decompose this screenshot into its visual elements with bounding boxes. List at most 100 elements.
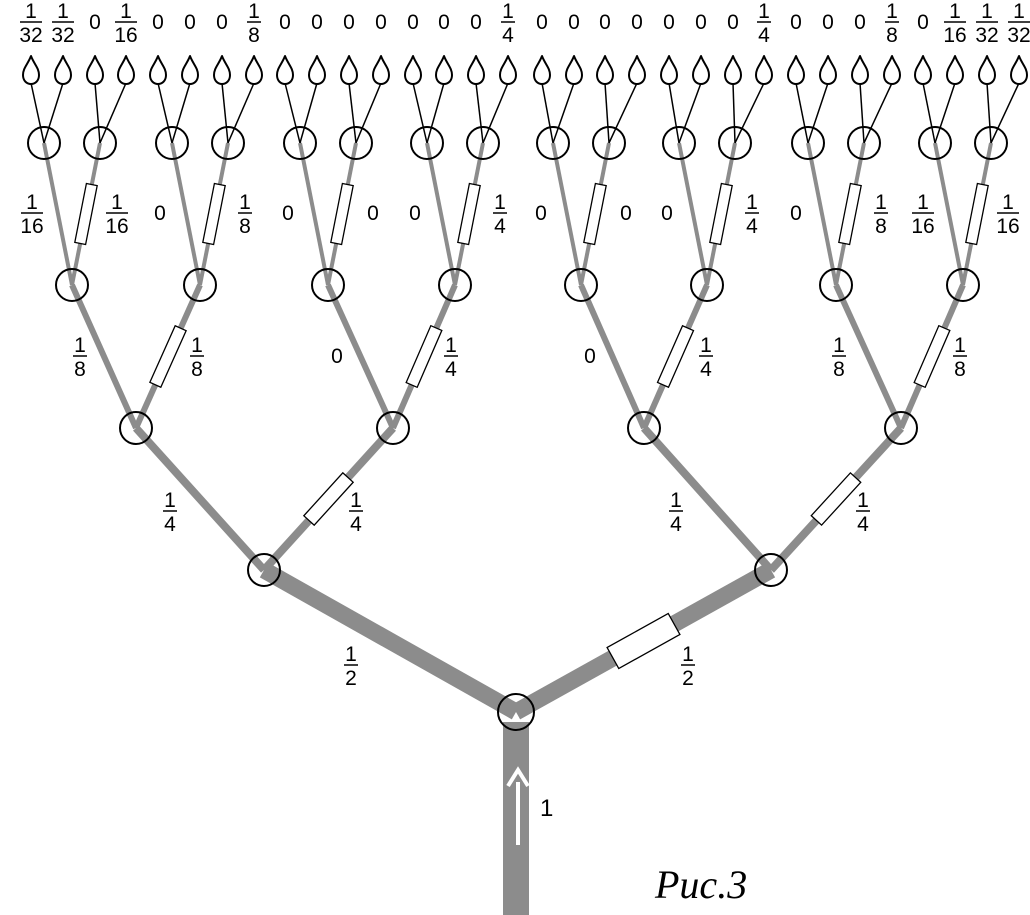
outlet-drop-2	[54, 55, 72, 85]
svg-text:0: 0	[470, 11, 482, 34]
valve-level4-4	[202, 182, 226, 246]
flow-label-level4-13: 0	[790, 202, 802, 225]
svg-text:8: 8	[954, 358, 966, 381]
pipe-level4-11	[677, 142, 709, 286]
outlet-drop-4	[117, 55, 135, 85]
twig-27	[859, 82, 865, 144]
valve-level4-10	[583, 182, 607, 246]
svg-text:0: 0	[331, 345, 343, 368]
junction-node-5	[376, 411, 410, 445]
svg-text:0: 0	[152, 11, 164, 34]
outlet-flow-label-29: 0	[917, 11, 929, 34]
svg-text:0: 0	[184, 11, 196, 34]
junction-node-18	[155, 126, 189, 160]
junction-node-23	[466, 126, 500, 160]
outlet-flow-label-30: 116	[943, 0, 966, 47]
outlet-flow-label-4: 116	[114, 0, 137, 47]
twig-1	[30, 82, 45, 144]
svg-text:8: 8	[239, 215, 251, 238]
svg-text:4: 4	[700, 358, 712, 381]
twig-30	[934, 82, 956, 144]
twig-10	[299, 82, 318, 144]
flow-label-level2-2: 14	[349, 489, 363, 536]
svg-text:4: 4	[758, 24, 770, 47]
twig-13	[412, 82, 428, 144]
pipe-level4-7	[425, 142, 457, 286]
svg-text:16: 16	[114, 24, 137, 47]
twig-19	[604, 82, 610, 144]
svg-text:1: 1	[25, 0, 37, 23]
svg-text:0: 0	[790, 202, 802, 225]
twig-16	[482, 82, 509, 144]
junction-node-12	[564, 268, 598, 302]
svg-text:1: 1	[120, 0, 132, 23]
svg-text:0: 0	[917, 11, 929, 34]
svg-text:0: 0	[407, 11, 419, 34]
outlet-drop-25	[787, 55, 805, 85]
svg-text:4: 4	[857, 513, 869, 536]
svg-text:4: 4	[164, 513, 176, 536]
outlet-flow-label-27: 0	[854, 11, 866, 34]
flow-label-level4-6: 0	[367, 202, 379, 225]
twig-14	[426, 82, 445, 144]
outlet-flow-label-28: 18	[885, 0, 899, 47]
junction-node-24	[536, 126, 570, 160]
svg-text:1: 1	[111, 191, 123, 214]
svg-text:0: 0	[620, 202, 632, 225]
junction-node-3	[754, 553, 788, 587]
svg-text:1: 1	[758, 0, 770, 23]
junction-node-28	[791, 126, 825, 160]
outlet-drop-21	[660, 55, 678, 85]
twig-18	[552, 82, 575, 144]
svg-text:4: 4	[670, 513, 682, 536]
junction-node-19	[211, 126, 245, 160]
outlet-flow-label-10: 0	[311, 11, 323, 34]
junction-node-11	[438, 268, 472, 302]
outlet-flow-label-23: 0	[727, 11, 739, 34]
outlet-drop-10	[308, 55, 326, 85]
outlet-flow-label-21: 0	[663, 11, 675, 34]
svg-text:0: 0	[279, 11, 291, 34]
pipe-level4-13	[806, 142, 838, 286]
outlet-flow-label-31: 132	[975, 0, 998, 47]
svg-text:1: 1	[670, 489, 682, 512]
svg-text:0: 0	[343, 11, 355, 34]
valve-level4-8	[457, 182, 481, 246]
valve-level2-2	[302, 471, 355, 527]
flow-label-level3-1: 18	[73, 334, 87, 381]
outlet-drop-13	[404, 55, 422, 85]
outlet-drop-28	[883, 55, 901, 85]
twig-22	[678, 82, 702, 144]
outlet-drop-6	[181, 55, 199, 85]
junction-node-21	[339, 126, 373, 160]
outlet-drop-17	[533, 55, 551, 85]
svg-text:0: 0	[311, 11, 323, 34]
svg-text:16: 16	[943, 24, 966, 47]
flow-label-level3-7: 18	[832, 334, 846, 381]
twig-3	[94, 82, 101, 144]
outlet-drop-27	[851, 55, 869, 85]
junction-node-6	[627, 411, 661, 445]
svg-text:0: 0	[535, 202, 547, 225]
outlet-drop-19	[596, 55, 614, 85]
junction-node-26	[662, 126, 696, 160]
pipe-level4-9	[551, 142, 583, 286]
flow-label-level2-4: 14	[856, 489, 870, 536]
twig-23	[732, 82, 736, 144]
outlet-flow-label-19: 0	[599, 11, 611, 34]
svg-text:0: 0	[282, 202, 294, 225]
outlet-drop-23	[724, 55, 742, 85]
junction-node-27	[718, 126, 752, 160]
svg-text:0: 0	[89, 11, 101, 34]
twig-32	[990, 82, 1020, 144]
outlet-flow-label-32: 132	[1007, 0, 1030, 47]
svg-text:32: 32	[19, 24, 42, 47]
svg-text:0: 0	[790, 11, 802, 34]
outlet-drop-22	[692, 55, 710, 85]
flow-label-level4-3: 0	[154, 202, 166, 225]
valve-level4-2	[74, 182, 98, 246]
svg-text:0: 0	[216, 11, 228, 34]
outlet-drop-7	[213, 55, 231, 85]
valve-level2-4	[810, 471, 862, 527]
